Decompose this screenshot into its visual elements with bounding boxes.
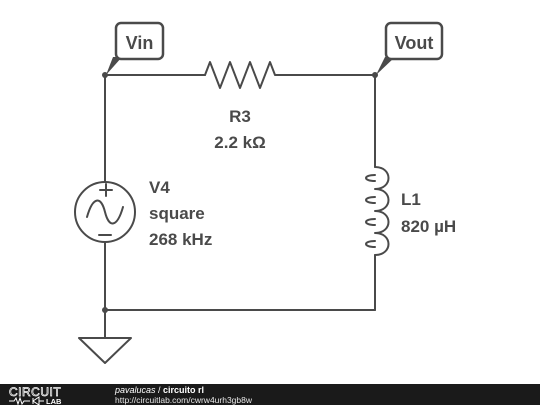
logo-circuit-icon (9, 396, 44, 405)
flag-box (114, 21, 165, 61)
circuit-schematic: Vin Vout R3 2.2 kΩ V4 square 268 kHz L1 … (74, 21, 456, 364)
voltage-source-v4[interactable] (74, 181, 136, 243)
flag-box (384, 21, 444, 61)
footer-project-name[interactable]: circuito rl (163, 385, 205, 395)
footer-attribution: pavalucas / circuito rl (115, 385, 204, 395)
wires (104, 74, 376, 339)
circuitlab-logo[interactable]: CIRCUIT LAB (8, 385, 108, 405)
junction-dot-ground (102, 307, 108, 313)
logo-text-bottom: LAB (46, 397, 62, 405)
v4-name-label: V4 (149, 178, 170, 197)
logo-text-top: CIRCUIT (9, 385, 61, 399)
footer-url-link[interactable]: http://circuitlab.com/cwrw4urh3gb8w (115, 395, 253, 405)
vout-label: Vout (395, 33, 434, 53)
ground-symbol (78, 337, 132, 364)
node-flag-vin[interactable]: Vin (106, 21, 165, 75)
flag-pointer (106, 57, 122, 75)
vin-label: Vin (126, 33, 154, 53)
inductor-l1[interactable] (365, 166, 390, 256)
node-flag-vout[interactable]: Vout (376, 21, 444, 75)
resistor-r3[interactable] (204, 61, 281, 89)
footer-separator: / (155, 385, 164, 395)
junction-dot-vin (102, 72, 108, 78)
footer-username[interactable]: pavalucas (115, 385, 156, 395)
r3-name-label: R3 (229, 107, 251, 126)
junction-dot-vout (372, 72, 378, 78)
source-sine-icon (86, 199, 124, 225)
r3-value-label: 2.2 kΩ (214, 133, 265, 152)
v4-type-label: square (149, 204, 205, 223)
l1-name-label: L1 (401, 190, 421, 209)
l1-value-label: 820 µH (401, 217, 456, 236)
source-circle (74, 181, 136, 243)
footer-bar: CIRCUIT LAB pavalucas / circuito rl http… (0, 384, 540, 405)
v4-frequency-label: 268 kHz (149, 230, 212, 249)
source-plus-icon (99, 183, 113, 197)
flag-pointer (376, 57, 395, 75)
